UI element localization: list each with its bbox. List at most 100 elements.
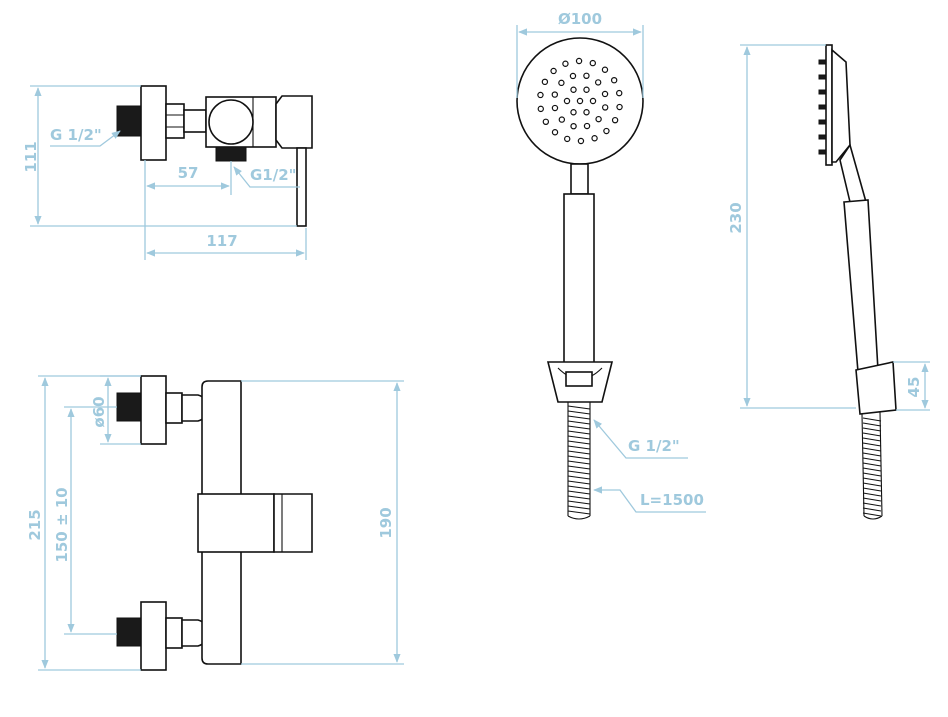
hose-ring xyxy=(862,467,882,472)
nozzle xyxy=(818,89,827,95)
spray-hole xyxy=(563,97,571,105)
hose-ring xyxy=(567,415,591,420)
mixer-front-view: 215 150 ± 10 ø60 190 xyxy=(26,375,404,671)
hose-ring xyxy=(567,410,591,415)
hose-ring xyxy=(567,460,591,465)
spray-hole xyxy=(583,86,590,93)
spray-hole xyxy=(570,109,577,116)
head-body xyxy=(831,48,851,163)
top-inlet-connector xyxy=(116,392,142,422)
hose-length-label: L=1500 xyxy=(640,491,704,509)
shower-hose xyxy=(567,402,591,520)
hose-ring xyxy=(862,462,882,467)
spray-hole xyxy=(569,72,577,80)
hose-nut xyxy=(565,371,593,387)
head-diameter-label: Ø100 xyxy=(558,10,602,28)
spray-hole xyxy=(558,79,565,87)
spray-hole xyxy=(583,72,590,80)
hose-ring xyxy=(862,497,882,502)
holder-height-label: 45 xyxy=(905,377,923,398)
lever-front xyxy=(273,493,313,553)
side-handle xyxy=(843,199,879,373)
side-neck xyxy=(839,143,868,203)
hose-ring xyxy=(567,485,591,490)
side-outlet-thread-label: G1/2" xyxy=(250,166,296,184)
front-total-height-label: 215 xyxy=(26,509,44,540)
lever-base xyxy=(275,95,313,149)
nozzle xyxy=(818,59,827,65)
mixer-side-view: 111 G 1/2" 57 G1/2" 117 xyxy=(22,85,313,260)
spray-hole xyxy=(551,129,559,136)
spray-hole xyxy=(601,90,609,98)
spray-hole xyxy=(575,57,583,65)
spray-hole xyxy=(550,67,557,75)
bottom-eccentric-plate xyxy=(140,601,167,671)
spray-hole xyxy=(551,104,559,112)
hose-ring xyxy=(862,472,882,477)
hose-ring xyxy=(862,432,882,437)
front-body-height-label: 190 xyxy=(377,507,395,538)
front-spacing-label: 150 ± 10 xyxy=(53,487,71,562)
hose-ring xyxy=(567,435,591,440)
outlet-connector xyxy=(215,146,247,162)
top-hex-nut xyxy=(165,392,183,424)
hose-ring xyxy=(567,430,591,435)
spray-hole xyxy=(541,78,549,86)
hose-ring xyxy=(862,442,882,447)
side-length-label: 230 xyxy=(727,202,745,233)
side-hose xyxy=(861,411,883,520)
spray-hole xyxy=(562,60,569,67)
hose-thread-label: G 1/2" xyxy=(628,437,680,455)
nozzle xyxy=(818,119,827,125)
hose-ring xyxy=(862,452,882,457)
spray-hole xyxy=(594,79,602,86)
inlet-pipe xyxy=(183,109,207,133)
inlet-connector xyxy=(116,105,142,137)
hose-ring xyxy=(862,487,882,492)
hose-ring xyxy=(862,427,882,432)
top-eccentric-plate xyxy=(140,375,167,445)
hose-ring xyxy=(567,445,591,450)
hose-ring xyxy=(862,492,882,497)
head-face-plate xyxy=(825,44,833,166)
hose-ring xyxy=(862,482,882,487)
side-depth-label: 117 xyxy=(206,232,237,250)
hose-ring xyxy=(567,495,591,500)
spray-hole xyxy=(577,137,585,145)
spray-hole xyxy=(610,76,618,84)
bottom-hex-nut xyxy=(165,617,183,649)
hand-shower-front-view: Ø100 G 1/2" L=1500 xyxy=(516,10,706,520)
side-offset-label: 57 xyxy=(178,164,199,182)
spray-hole xyxy=(564,135,571,143)
spray-hole xyxy=(583,122,591,130)
hose-ring xyxy=(567,465,591,470)
hose-ring xyxy=(567,450,591,455)
spray-hole xyxy=(611,116,619,124)
hose-ring xyxy=(567,420,591,425)
hose-ring xyxy=(862,417,882,422)
spray-hole xyxy=(583,109,590,116)
hose-ring xyxy=(567,480,591,485)
mixer-cartridge xyxy=(208,99,254,145)
control-box xyxy=(197,493,275,553)
spray-hole xyxy=(542,118,550,126)
spray-hole xyxy=(601,66,609,73)
hose-ring xyxy=(862,507,882,512)
hose-ring xyxy=(862,437,882,442)
hose-ring xyxy=(862,447,882,452)
nozzle xyxy=(818,134,827,140)
side-holder xyxy=(855,361,897,415)
hose-ring xyxy=(862,502,882,507)
spray-hole xyxy=(601,104,609,111)
spray-hole xyxy=(616,103,623,111)
spray-hole xyxy=(570,86,577,93)
hose-ring xyxy=(567,405,591,410)
spray-hole xyxy=(589,59,596,67)
side-height-label: 111 xyxy=(22,141,40,172)
spray-hole xyxy=(576,97,584,105)
spray-hole xyxy=(558,116,566,123)
hose-ring xyxy=(567,440,591,445)
nozzle xyxy=(818,149,827,155)
hose-ring xyxy=(862,512,882,517)
